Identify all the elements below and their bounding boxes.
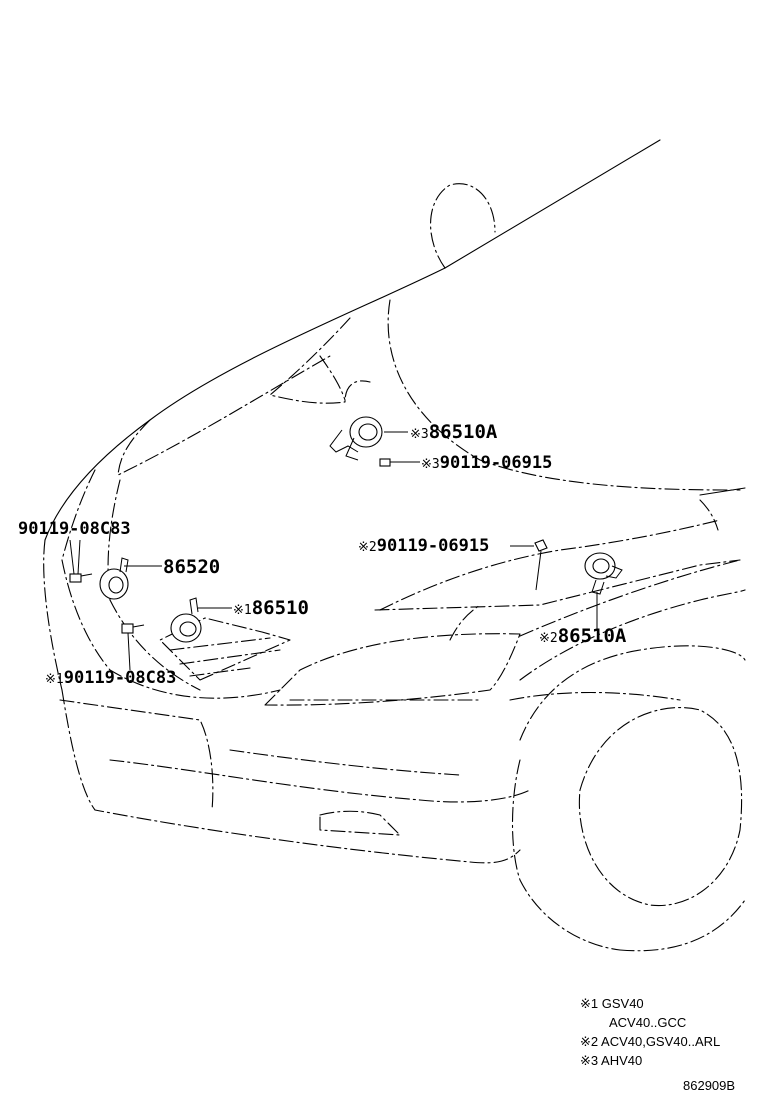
label-horn-upper-part: 86510A [428, 421, 498, 443]
label-horn-high-part: 86510 [251, 597, 309, 619]
label-horn-upper-mark: ※3 [410, 427, 429, 442]
bolt-left-top-90119-08C83 [69, 539, 93, 583]
label-horn-high-mark: ※1 [233, 603, 252, 618]
bolt-right-90119-06915 [510, 539, 548, 591]
label-bolt-upper-mark: ※3 [421, 457, 440, 472]
label-horn-right: ※286510A [539, 627, 626, 646]
note-2: ※2 ACV40,GSV40..ARL [580, 1034, 721, 1049]
label-bolt-right: ※290119-06915 [358, 538, 489, 555]
label-horn-right-mark: ※2 [539, 631, 558, 646]
label-horn-low-part: 86520 [163, 556, 221, 578]
label-bolt-left-top: 90119-08C83 [18, 521, 131, 538]
label-bolt-left-bottom: ※190119-08C83 [45, 670, 176, 687]
label-horn-upper: ※386510A [410, 423, 497, 442]
label-bolt-right-mark: ※2 [358, 540, 377, 555]
label-bolt-left-bottom-mark: ※1 [45, 672, 64, 687]
label-horn-low: 86520 [163, 558, 220, 577]
label-bolt-left-bottom-part: 90119-08C83 [63, 668, 177, 688]
bolt-left-bottom-90119-08C83 [121, 623, 145, 671]
label-bolt-upper: ※390119-06915 [421, 455, 552, 472]
label-horn-high: ※186510 [233, 599, 309, 618]
illustration-code: 862909B [683, 1078, 736, 1093]
horn-high-86510 [170, 597, 232, 643]
horn-low-86520 [99, 557, 162, 600]
horn-right-86510A [584, 552, 623, 630]
note-1: ※1 GSV40 [580, 996, 644, 1011]
label-horn-right-part: 86510A [557, 625, 627, 647]
note-3: ※3 AHV40 [580, 1053, 643, 1068]
car-body-outline [43, 139, 746, 952]
bolt-upper-90119-06915 [379, 458, 420, 467]
label-bolt-upper-part: 90119-06915 [439, 453, 553, 473]
label-bolt-right-part: 90119-06915 [376, 536, 490, 556]
horn-upper-86510A [329, 416, 408, 461]
applicability-notes: ※1 GSV40 ACV40..GCC ※2 ACV40,GSV40..ARL … [580, 994, 720, 1070]
note-1-continued: ACV40..GCC [609, 1015, 687, 1030]
label-bolt-left-top-part: 90119-08C83 [18, 519, 131, 539]
